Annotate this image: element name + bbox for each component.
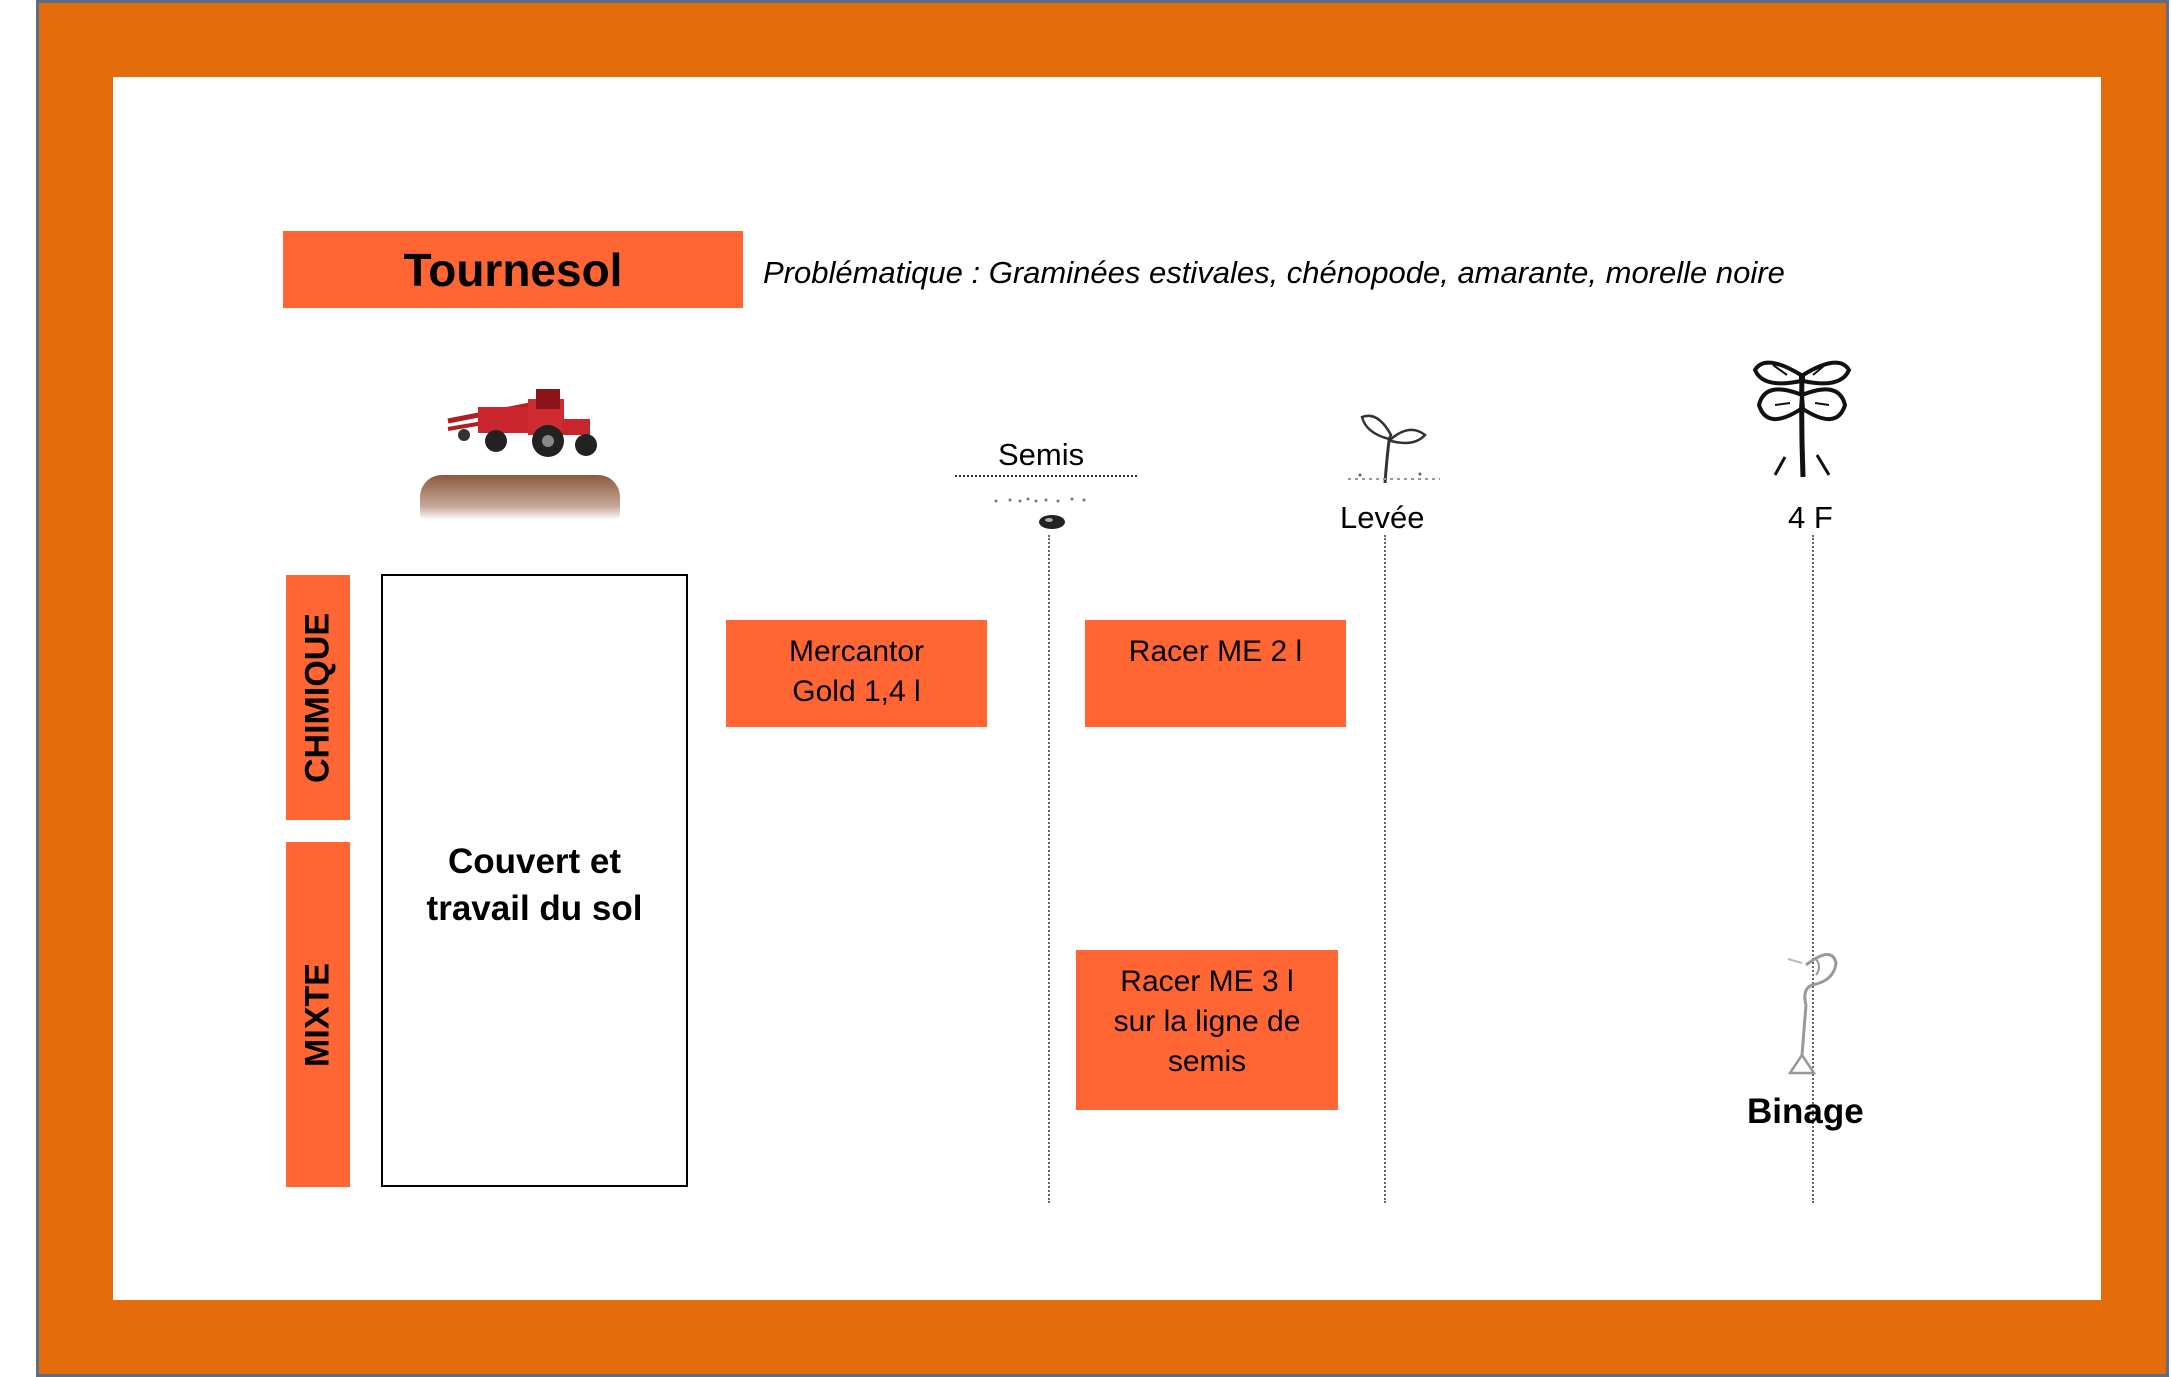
- racer3-line-1: Racer ME 3 l: [1120, 965, 1294, 998]
- couvert-line-2: travail du sol: [426, 889, 643, 928]
- problem-statement: Problématique : Graminées estivales, ché…: [763, 255, 1785, 290]
- tractor-icon: [440, 385, 600, 465]
- stage-label-levee: Levée: [1340, 500, 1425, 535]
- mercantor-line-1: Mercantor: [788, 635, 925, 668]
- row-label-mixte: MIXTE: [298, 962, 337, 1067]
- semis-timeline: [1048, 535, 1050, 1203]
- couvert-box: Couvert et travail du sol: [381, 574, 688, 1187]
- sunflower-plant-icon: [1745, 345, 1857, 480]
- stage-label-semis: Semis: [998, 437, 1085, 472]
- racer2-line-1: Racer ME 2 l: [1128, 635, 1303, 668]
- seed-dots: [992, 491, 1096, 503]
- stage-label-4f: 4 F: [1788, 500, 1833, 535]
- couvert-text: Couvert et travail du sol: [383, 838, 686, 932]
- treatment-mercantor: Mercantor Gold 1,4 l: [726, 620, 987, 727]
- title-box: Tournesol: [283, 231, 743, 308]
- seedling-icon: [1340, 405, 1450, 487]
- treatment-racer-3: Racer ME 3 l sur la ligne de semis: [1076, 950, 1338, 1110]
- 4f-timeline: [1812, 535, 1814, 1203]
- row-tab-mixte: MIXTE: [286, 842, 350, 1187]
- treatment-racer-2: Racer ME 2 l: [1085, 620, 1346, 727]
- soil-icon: [420, 475, 620, 520]
- row-label-chimique: CHIMIQUE: [298, 612, 337, 783]
- row-tab-chimique: CHIMIQUE: [286, 575, 350, 820]
- racer3-line-3: semis: [1167, 1045, 1247, 1078]
- seed-icon: [1037, 513, 1067, 531]
- semis-ground-line: [955, 475, 1137, 477]
- couvert-line-1: Couvert et: [447, 842, 622, 881]
- hoe-tool-icon: [1772, 945, 1852, 1080]
- binage-label: Binage: [1747, 1092, 1864, 1131]
- levee-timeline: [1384, 535, 1386, 1203]
- racer3-line-2: sur la ligne de: [1113, 1005, 1301, 1038]
- mercantor-line-2: Gold 1,4 l: [792, 675, 921, 708]
